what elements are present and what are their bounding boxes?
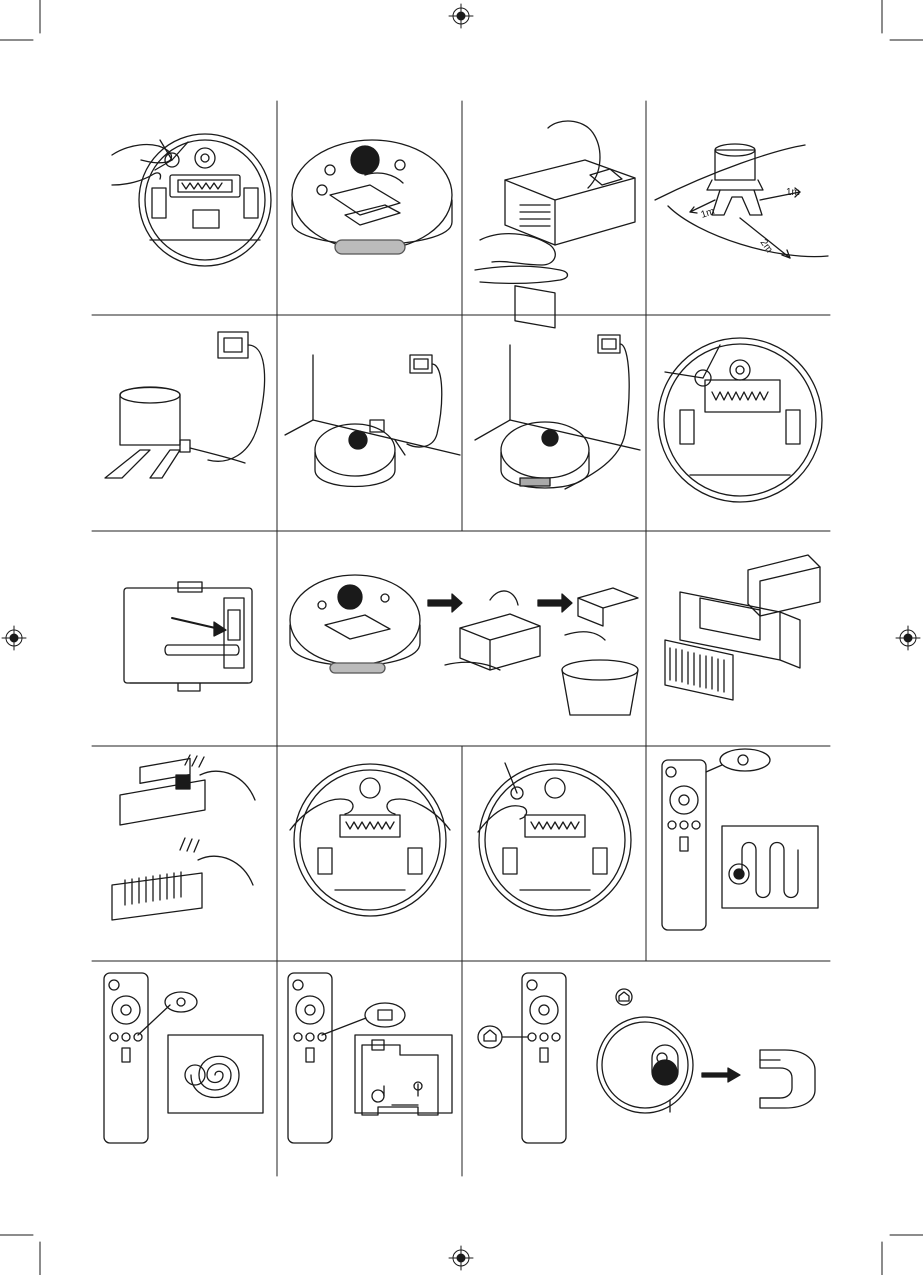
distance-right-label: 1m (786, 187, 800, 198)
panel-grid (92, 101, 830, 1176)
panel-remote-home-dock (478, 973, 815, 1143)
panel-robot-open-lid (292, 140, 452, 254)
panel-robot-bottom-hands-2 (478, 763, 631, 916)
panel-robot-room-dock-left (285, 355, 460, 487)
panel-filter-cleaning (112, 755, 255, 920)
registration-mark-right (896, 626, 920, 650)
panel-dustbin-filter-removal (475, 121, 635, 328)
panel-robot-bottom-hands-1 (290, 764, 450, 916)
panel-robot-cover-button (124, 582, 252, 691)
panel-robot-bottom-sidebrush (112, 134, 271, 266)
panel-remote-spot-mode (104, 973, 263, 1143)
registration-mark-left (2, 626, 26, 650)
panel-remote-edge-mode (288, 973, 452, 1143)
panel-dustbin-removal-sequence (290, 575, 638, 715)
panel-robot-bottom-brush-install (658, 338, 822, 502)
panel-base-power-socket (105, 332, 265, 478)
registration-mark-bottom (449, 1246, 473, 1270)
panel-filter-parts (665, 555, 820, 700)
panel-robot-room-dock-right (475, 335, 640, 489)
panel-remote-auto-mode (662, 749, 818, 930)
panel-base-placement (655, 144, 828, 258)
registration-mark-top (449, 4, 473, 28)
